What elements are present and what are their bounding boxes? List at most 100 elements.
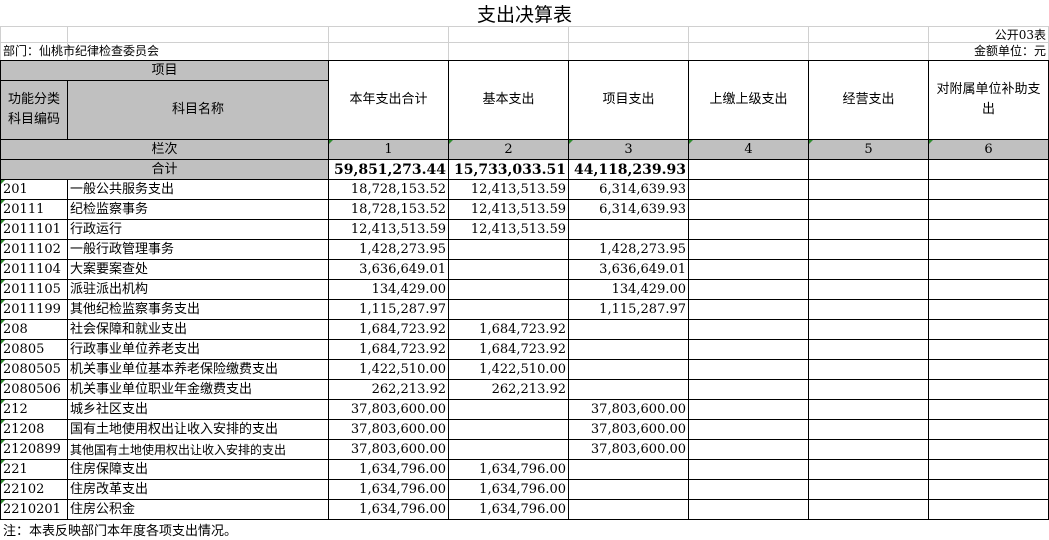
lanci-5: 5 (808, 139, 930, 160)
row-code: 221 (0, 459, 68, 480)
row-name: 纪检监察事务 (66, 199, 330, 220)
row-c6 (928, 379, 1049, 400)
row-c5 (808, 419, 930, 440)
row-c3: 1,115,287.97 (568, 299, 690, 320)
row-name: 机关事业单位职业年金缴费支出 (66, 379, 330, 400)
header-subject-name: 科目名称 (66, 80, 330, 140)
row-code: 2120899 (0, 439, 68, 460)
row-c4 (688, 299, 810, 320)
row-c4 (688, 419, 810, 440)
row-c1: 37,803,600.00 (328, 439, 450, 460)
row-c2 (448, 439, 570, 460)
row-c5 (808, 399, 930, 420)
header-col1: 本年支出合计 (328, 60, 450, 140)
grid-line (928, 26, 929, 60)
row-name: 派驻派出机构 (66, 279, 330, 300)
row-c3: 1,428,273.95 (568, 239, 690, 260)
row-name: 大案要案查处 (66, 259, 330, 280)
row-c4 (688, 359, 810, 380)
row-code: 2011101 (0, 219, 68, 240)
header-row-1: 项目 本年支出合计 基本支出 项目支出 上缴上级支出 经营支出 对附属单位补助支… (0, 60, 1049, 140)
lanci-label: 栏次 (0, 139, 330, 160)
lanci-3: 3 (568, 139, 690, 160)
row-c1: 1,634,796.00 (328, 499, 450, 520)
row-name: 其他国有土地使用权出让收入安排的支出 (66, 439, 330, 460)
header-item: 项目 (0, 60, 330, 81)
row-c5 (808, 499, 930, 520)
row-c2: 1,684,723.92 (448, 339, 570, 360)
row-c5 (808, 179, 930, 200)
row-c6 (928, 439, 1049, 460)
row-code: 2080505 (0, 359, 68, 380)
row-name: 国有土地使用权出让收入安排的支出 (66, 419, 330, 440)
row-code: 20111 (0, 199, 68, 220)
row-c3 (568, 339, 690, 360)
row-c5 (808, 379, 930, 400)
row-c3: 37,803,600.00 (568, 419, 690, 440)
row-c3 (568, 219, 690, 240)
row-name: 其他纪检监察事务支出 (66, 299, 330, 320)
row-c2: 1,634,796.00 (448, 459, 570, 480)
header-col5: 经营支出 (808, 60, 930, 140)
row-code: 20805 (0, 339, 68, 360)
department-row: 部门：仙桃市纪律检查委员会 金额单位：元 (0, 42, 1049, 59)
row-c1: 18,728,153.52 (328, 179, 450, 200)
form-code: 公开03表 (994, 28, 1046, 42)
row-c4 (688, 239, 810, 260)
row-code: 21208 (0, 419, 68, 440)
row-c5 (808, 259, 930, 280)
row-c3: 37,803,600.00 (568, 439, 690, 460)
row-c1: 3,636,649.01 (328, 259, 450, 280)
row-c3 (568, 319, 690, 340)
row-c6 (928, 499, 1049, 520)
row-c6 (928, 399, 1049, 420)
row-c2 (448, 279, 570, 300)
row-name: 社会保障和就业支出 (66, 319, 330, 340)
row-c4 (688, 219, 810, 240)
grid-line (0, 26, 1, 60)
unit-label: 金额单位：元 (973, 44, 1046, 58)
row-c3: 134,429.00 (568, 279, 690, 300)
row-c4 (688, 399, 810, 420)
row-c3 (568, 359, 690, 380)
grid-line (568, 26, 569, 60)
row-c4 (688, 439, 810, 460)
row-c6 (928, 339, 1049, 360)
row-c6 (928, 479, 1049, 500)
row-code: 2080506 (0, 379, 68, 400)
row-c1: 1,634,796.00 (328, 459, 450, 480)
total-c5 (808, 159, 930, 180)
row-name: 城乡社区支出 (66, 399, 330, 420)
row-c1: 1,115,287.97 (328, 299, 450, 320)
row-c5 (808, 299, 930, 320)
row-c5 (808, 319, 930, 340)
row-c1: 18,728,153.52 (328, 199, 450, 220)
row-c2: 12,413,513.59 (448, 179, 570, 200)
row-c3: 6,314,639.93 (568, 179, 690, 200)
row-c4 (688, 499, 810, 520)
header-col2: 基本支出 (448, 60, 570, 140)
row-c6 (928, 279, 1049, 300)
row-c2: 262,213.92 (448, 379, 570, 400)
row-c4 (688, 379, 810, 400)
row-c5 (808, 439, 930, 460)
row-c6 (928, 419, 1049, 440)
row-c6 (928, 179, 1049, 200)
row-c5 (808, 199, 930, 220)
row-c1: 1,684,723.92 (328, 319, 450, 340)
row-c2 (448, 399, 570, 420)
total-c6 (928, 159, 1049, 180)
row-c3: 6,314,639.93 (568, 199, 690, 220)
department-label: 部门：仙桃市纪律检查委员会 (3, 44, 160, 58)
